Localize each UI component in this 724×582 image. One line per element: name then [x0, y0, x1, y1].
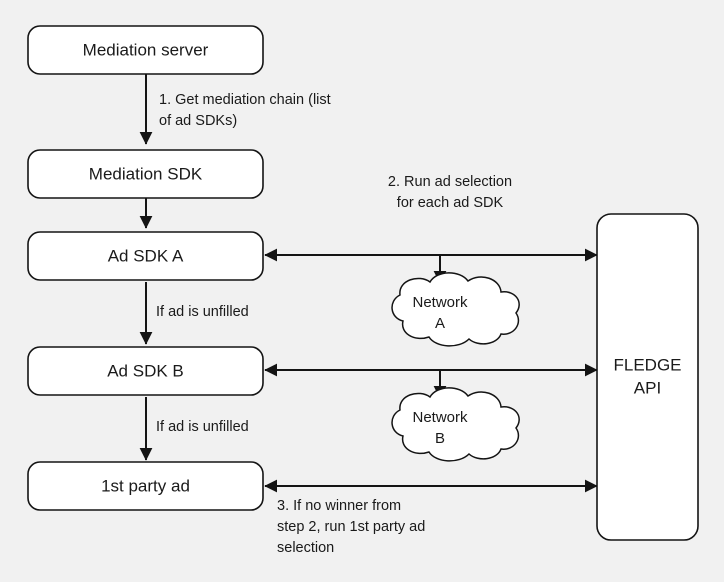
edge-label-unfilled-a: If ad is unfilled [156, 304, 249, 320]
mediation-sdk-box[interactable] [27, 149, 264, 199]
first-party-ad-label: 1st party ad [101, 476, 190, 495]
ad-sdk-b-box[interactable] [27, 346, 264, 396]
mediation-server-box[interactable] [27, 25, 264, 75]
network-a-label-line1: Network [412, 294, 468, 311]
fledge-api-label-line1: FLEDGE [613, 355, 681, 374]
node-first-party-ad[interactable]: 1st party ad [27, 461, 264, 511]
fledge-api-label-line2: API [634, 378, 661, 397]
network-a-label-line2: A [435, 315, 445, 332]
edge-label-step-2: 2. Run ad selection for each ad SDK [387, 174, 513, 212]
node-mediation-sdk[interactable]: Mediation SDK [27, 149, 264, 199]
edge-label-step-1: 1. Get mediation chain (list of ad SDKs) [159, 92, 331, 130]
node-mediation-server[interactable]: Mediation server [27, 25, 264, 75]
mediation-sdk-label: Mediation SDK [89, 164, 203, 183]
node-network-b[interactable]: Network B [391, 387, 520, 462]
node-fledge-api[interactable]: FLEDGE API [596, 213, 699, 541]
network-b-cloud[interactable] [391, 387, 520, 462]
edge-label-unfilled-b: If ad is unfilled [156, 419, 249, 435]
ad-sdk-a-box[interactable] [27, 231, 264, 281]
edge-label-step-3: 3. If no winner from step 2, run 1st par… [277, 498, 426, 557]
node-ad-sdk-b[interactable]: Ad SDK B [27, 346, 264, 396]
fledge-api-box[interactable] [596, 213, 699, 541]
ad-sdk-b-label: Ad SDK B [107, 361, 184, 380]
first-party-ad-box[interactable] [27, 461, 264, 511]
mediation-server-label: Mediation server [83, 40, 209, 59]
network-b-label-line2: B [435, 430, 445, 447]
network-b-label-line1: Network [412, 409, 468, 426]
ad-sdk-a-label: Ad SDK A [108, 246, 184, 265]
network-a-cloud[interactable] [391, 272, 520, 347]
node-ad-sdk-a[interactable]: Ad SDK A [27, 231, 264, 281]
node-network-a[interactable]: Network A [391, 272, 520, 347]
